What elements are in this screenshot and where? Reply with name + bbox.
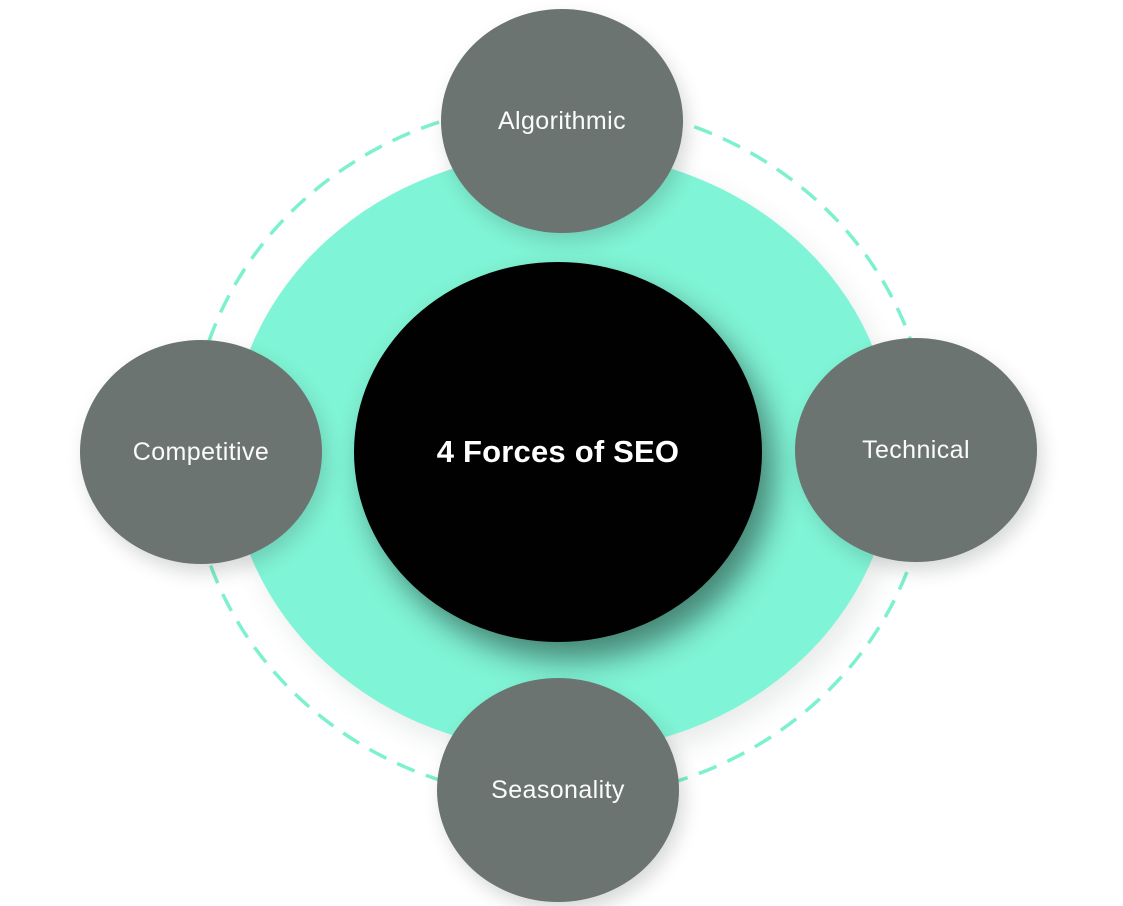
node-competitive-label: Competitive	[132, 437, 270, 466]
node-algorithmic-label: Algorithmic	[497, 106, 627, 135]
center-node: 4 Forces of SEO	[354, 262, 762, 642]
center-node-label: 4 Forces of SEO	[436, 434, 680, 469]
node-seasonality-label: Seasonality	[491, 775, 625, 804]
node-technical: Technical	[795, 338, 1037, 562]
node-technical-label: Technical	[862, 435, 970, 464]
node-algorithmic: Algorithmic	[441, 9, 683, 233]
node-seasonality: Seasonality	[437, 678, 679, 902]
node-competitive: Competitive	[80, 340, 322, 564]
